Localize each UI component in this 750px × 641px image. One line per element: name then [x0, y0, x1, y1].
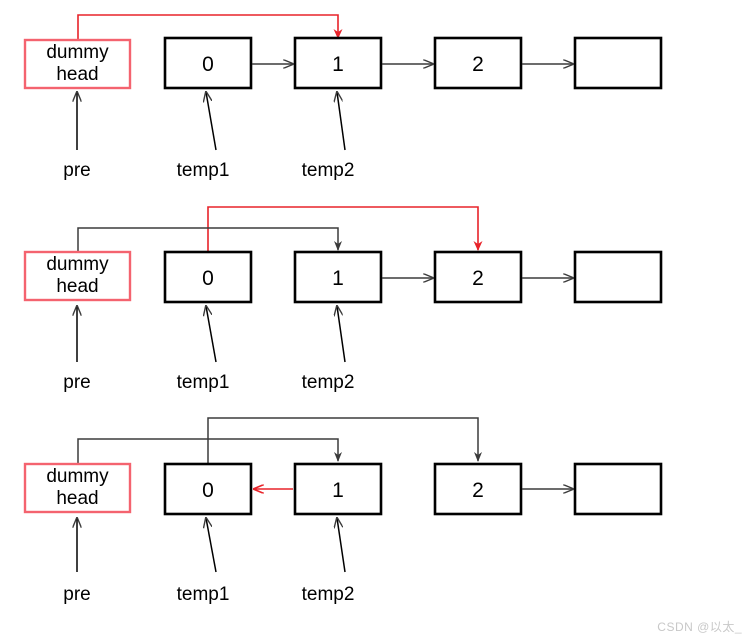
node-value-2: 2	[472, 53, 484, 76]
pointer-label-temp1: temp1	[177, 160, 230, 181]
node-value-2: 2	[472, 479, 484, 502]
node-label-dummy-line2: head	[56, 276, 98, 297]
curved-arrow-node0-to-node2-black	[207, 417, 482, 464]
node-label-dummy-line2: head	[56, 488, 98, 509]
pointer-arrow-temp2	[337, 306, 346, 363]
pointer-label-pre: pre	[63, 372, 90, 393]
node-box-dummy-head[interactable]	[23, 38, 132, 90]
node-box-dummy-head[interactable]	[23, 250, 132, 302]
curved-arrow-node0-to-node2-red	[207, 206, 483, 252]
node-value-0: 0	[202, 53, 214, 76]
step-row-3: dummy head 0 1 2 pre temp1 temp2	[23, 417, 663, 605]
curved-arrow-dummy-to-node1-black	[77, 227, 342, 252]
node-box-empty[interactable]	[573, 462, 663, 516]
node-label-dummy-line2: head	[56, 64, 98, 85]
pointer-label-pre: pre	[63, 160, 90, 181]
node-box-0[interactable]	[163, 250, 253, 304]
node-value-1: 1	[332, 479, 344, 502]
node-box-0[interactable]	[163, 462, 253, 516]
node-label-dummy-line1: dummy	[46, 42, 109, 63]
node-value-0: 0	[202, 267, 214, 290]
node-value-2: 2	[472, 267, 484, 290]
pointer-arrow-temp2	[337, 92, 346, 151]
node-value-1: 1	[332, 267, 344, 290]
pointer-arrow-temp1	[206, 92, 217, 151]
node-box-2[interactable]	[433, 250, 523, 304]
pointer-label-temp1: temp1	[177, 372, 230, 393]
node-box-2[interactable]	[433, 36, 523, 90]
node-box-dummy-head[interactable]	[23, 462, 132, 514]
pointer-arrow-temp1	[206, 306, 217, 363]
node-value-1: 1	[332, 53, 344, 76]
node-box-1[interactable]	[293, 36, 383, 90]
node-box-0[interactable]	[163, 36, 253, 90]
node-box-1[interactable]	[293, 250, 383, 304]
node-box-2[interactable]	[433, 462, 523, 516]
curved-arrow-dummy-to-node1-black	[77, 438, 342, 464]
pointer-arrow-temp2	[337, 518, 346, 573]
node-label-dummy-line1: dummy	[46, 254, 109, 275]
curved-arrow-dummy-to-node1-red	[77, 14, 343, 40]
node-box-1[interactable]	[293, 462, 383, 516]
step-row-2: dummy head 0 1 2 pre temp1 temp2	[23, 206, 663, 393]
node-label-dummy-line1: dummy	[46, 466, 109, 487]
pointer-label-temp2: temp2	[302, 584, 355, 605]
step-row-1: dummy head 0 1 2 pre temp1 temp2	[23, 14, 663, 181]
node-value-0: 0	[202, 479, 214, 502]
csdn-watermark: CSDN @以太_	[657, 620, 742, 634]
pointer-arrow-temp1	[206, 518, 217, 573]
node-box-empty[interactable]	[573, 36, 663, 90]
pointer-label-pre: pre	[63, 584, 90, 605]
pointer-label-temp2: temp2	[302, 372, 355, 393]
pointer-label-temp2: temp2	[302, 160, 355, 181]
node-box-empty[interactable]	[573, 250, 663, 304]
pointer-label-temp1: temp1	[177, 584, 230, 605]
